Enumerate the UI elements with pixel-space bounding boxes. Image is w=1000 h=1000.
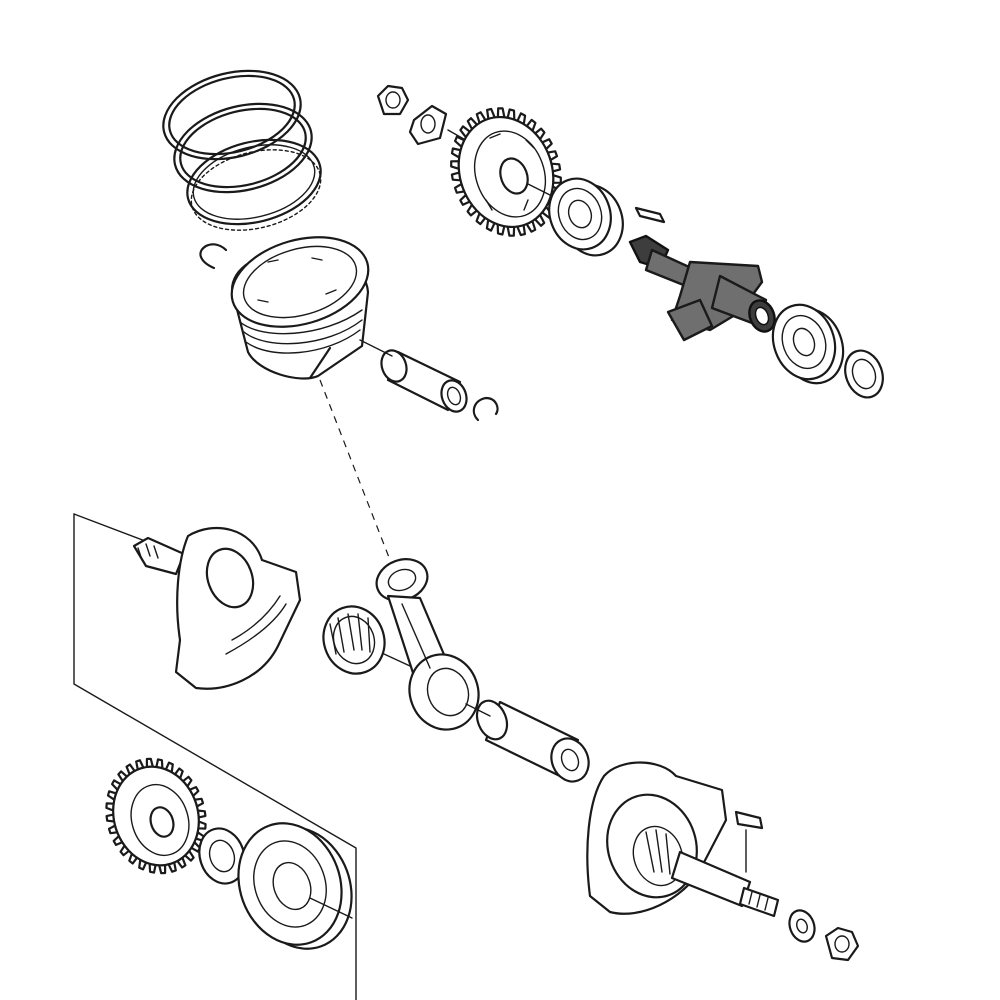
crank-web-left — [132, 526, 302, 690]
nut-top — [376, 84, 410, 116]
woodruff-key-top — [634, 206, 666, 224]
needle-bearing — [322, 605, 386, 675]
piston-pin-clip-left — [199, 243, 228, 270]
crank-pin — [475, 699, 590, 783]
assembly-axis-piston — [319, 379, 391, 561]
piston — [230, 236, 370, 380]
main-bearing — [237, 822, 353, 950]
crank-web-right — [586, 761, 780, 918]
shim-washer-top — [844, 349, 884, 399]
balancer-shaft[interactable] — [628, 234, 779, 342]
balancer-bearing-left — [548, 177, 624, 257]
nut-bottom — [824, 926, 860, 962]
woodruff-key-bottom — [734, 810, 764, 830]
connecting-rod — [375, 558, 480, 731]
crankshaft-gear — [105, 757, 207, 875]
piston-rings — [162, 69, 322, 231]
piston-pin — [380, 349, 468, 413]
piston-pin-clip-right — [472, 396, 499, 422]
lock-washer-top — [408, 104, 448, 146]
balancer-drive-gear — [450, 107, 562, 237]
washer-bottom — [788, 909, 816, 943]
balancer-bearing-right — [771, 303, 845, 385]
